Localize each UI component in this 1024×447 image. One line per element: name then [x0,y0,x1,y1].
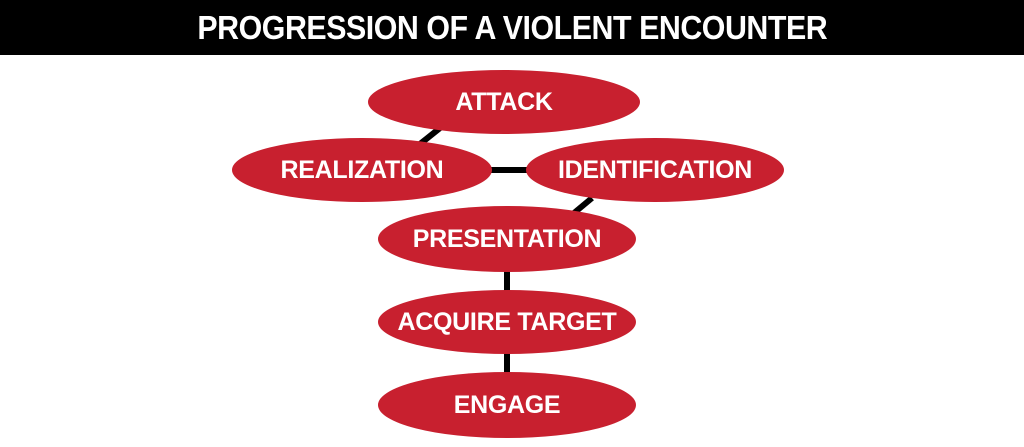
node-engage: ENGAGE [378,372,636,438]
diagram-title: PROGRESSION OF A VIOLENT ENCOUNTER [197,8,827,46]
node-label: IDENTIFICATION [558,155,752,184]
title-banner: PROGRESSION OF A VIOLENT ENCOUNTER [0,0,1024,55]
node-label: ATTACK [455,87,553,116]
node-label: ENGAGE [453,390,561,419]
node-label: PRESENTATION [412,224,602,253]
node-identification: IDENTIFICATION [526,138,784,202]
node-presentation: PRESENTATION [378,206,636,272]
node-attack: ATTACK [368,70,640,134]
node-label: ACQUIRE TARGET [397,307,617,336]
node-label: REALIZATION [280,155,444,184]
node-realization: REALIZATION [232,138,492,202]
node-acquire-target: ACQUIRE TARGET [378,290,636,354]
